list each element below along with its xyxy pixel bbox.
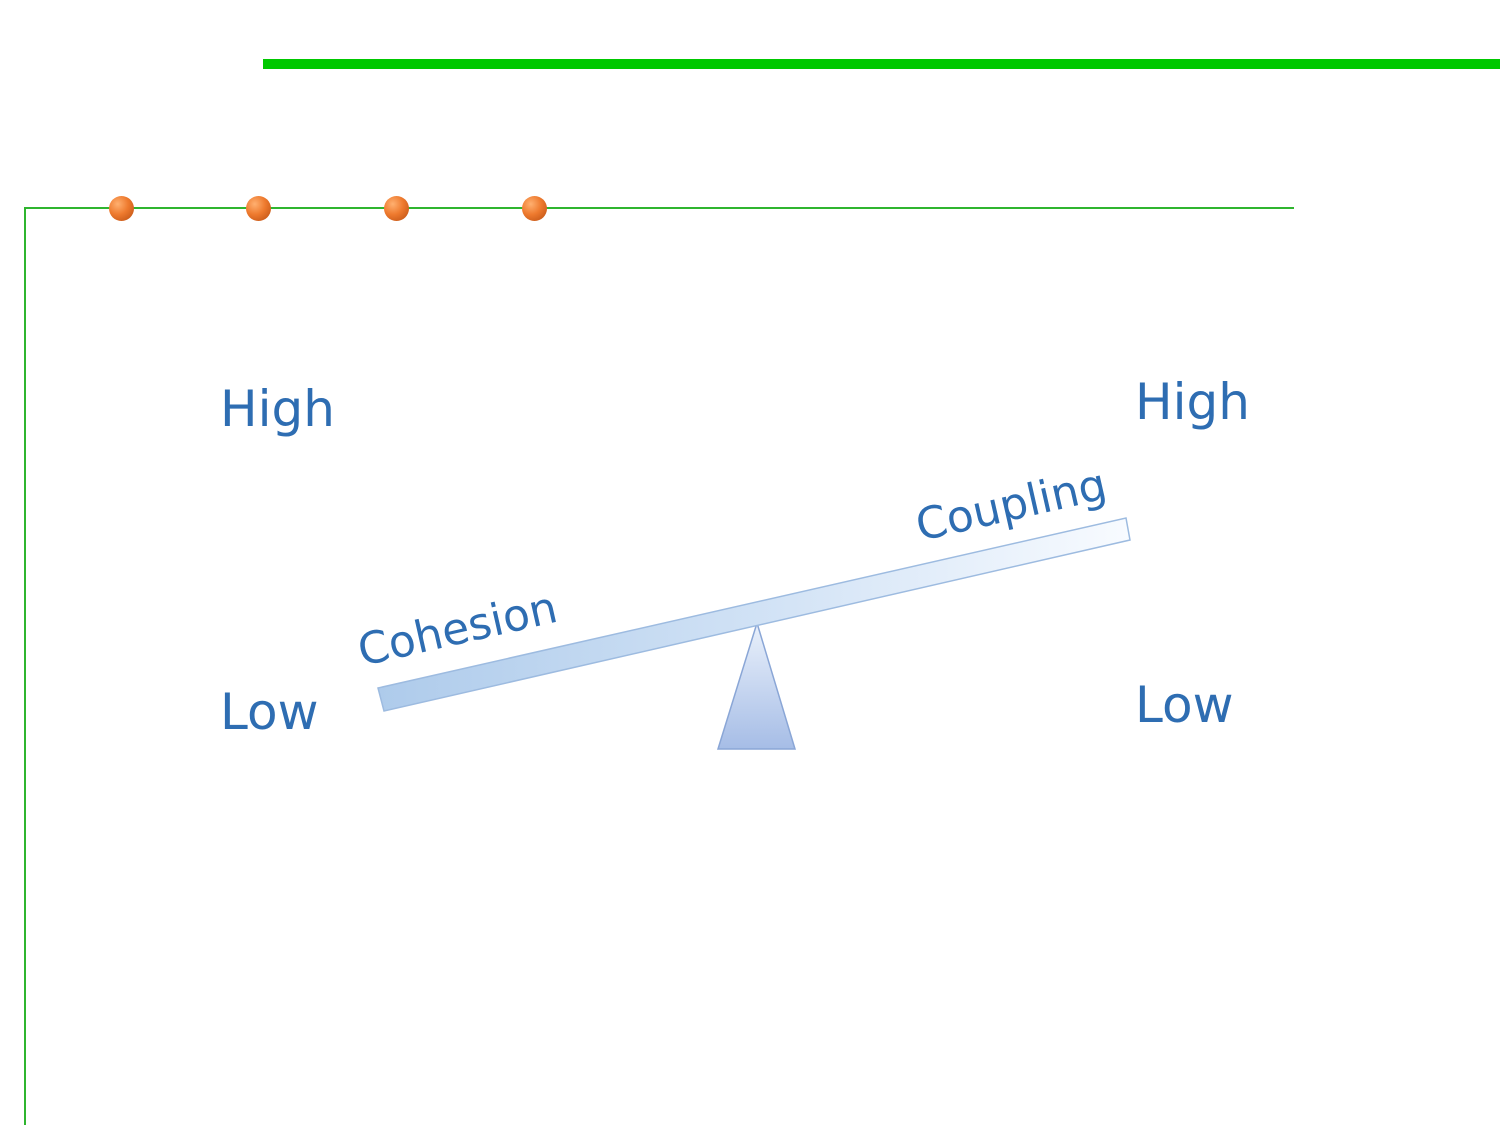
fulcrum-triangle bbox=[716, 620, 797, 750]
bullet-dot bbox=[384, 196, 409, 221]
right-low-label: Low bbox=[1135, 676, 1234, 734]
bullet-dot bbox=[522, 196, 547, 221]
bullet-dot bbox=[109, 196, 134, 221]
seesaw-beam bbox=[377, 517, 1131, 712]
right-high-label: High bbox=[1135, 373, 1250, 431]
frame-left-line bbox=[24, 207, 26, 1125]
left-high-label: High bbox=[220, 380, 335, 438]
bullet-dot bbox=[246, 196, 271, 221]
frame-top-line bbox=[24, 207, 1294, 209]
green-accent-bar bbox=[263, 59, 1500, 69]
left-low-label: Low bbox=[220, 683, 319, 741]
